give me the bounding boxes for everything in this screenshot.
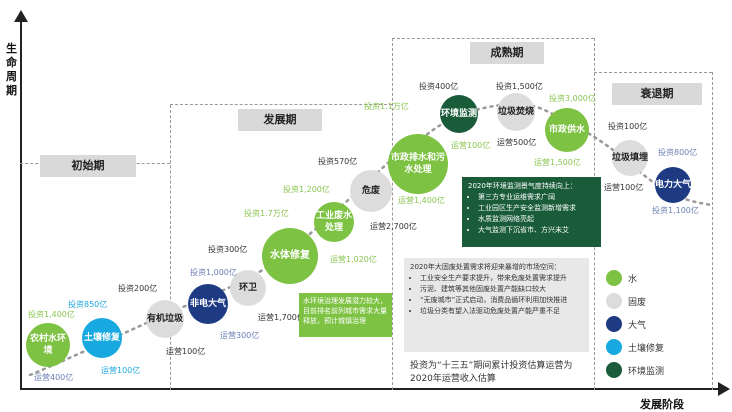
stage-decline: 衰退期	[612, 83, 702, 105]
label-hazard-op: 运营2,700亿	[370, 222, 417, 231]
label-nonpower-inv: 投资1,000亿	[190, 268, 237, 277]
monitoring-item: 第三方专业运维需求广阔	[478, 192, 595, 203]
label-incineration-inv: 投资1,500亿	[496, 82, 543, 91]
y-axis-label: 生命周期	[6, 42, 17, 97]
label-soil-inv: 投资850亿	[68, 300, 108, 309]
x-axis-arrow-icon	[718, 382, 730, 396]
hazard-callout-title: 2020年大固废处置需求将迎来暴增的市场空间：	[410, 263, 561, 271]
stage-initial: 初始期	[40, 155, 136, 177]
label-rural-op: 运营400亿	[34, 373, 74, 382]
node-water-remediation: 水体修复	[262, 228, 318, 284]
label-water-remed-inv: 投资1.7万亿	[244, 209, 289, 218]
label-power-op: 投资1,100亿	[652, 206, 699, 215]
legend-item-monitoring: 环境监测	[606, 362, 716, 378]
x-axis	[20, 388, 725, 390]
hazard-item: “无废城市”正式启动，消费品循环利用加快推进	[420, 295, 583, 306]
monitoring-item: 大气监测下沉省市、方兴未艾	[478, 225, 595, 236]
node-hazardous-waste: 危废	[350, 170, 392, 212]
node-organic-waste: 有机垃圾	[146, 300, 184, 338]
legend: 水 固废 大气 土壤修复 环境监测	[606, 270, 716, 378]
hazard-callout: 2020年大固废处置需求将迎来暴增的市场空间： 工业安全生产要求提升，带来危废处…	[404, 258, 589, 352]
label-organic-inv: 投资200亿	[118, 284, 158, 293]
stage-line	[170, 104, 392, 105]
legend-label: 环境监测	[628, 366, 665, 377]
hazard-item: 工业安全生产要求提升，带来危废处置需求提升	[420, 273, 583, 284]
legend-label: 土壤修复	[628, 343, 665, 354]
legend-dot-icon	[606, 316, 622, 332]
label-nonpower-op: 运营300亿	[220, 331, 260, 340]
label-soil-op: 运营100亿	[101, 366, 141, 375]
stage-growth: 发展期	[238, 109, 322, 131]
legend-dot-icon	[606, 270, 622, 286]
legend-item-soil: 土壤修复	[606, 339, 716, 355]
label-sanitation-inv: 投资300亿	[208, 245, 248, 254]
label-landfill-op: 运营100亿	[604, 183, 644, 192]
label-water-supply-inv: 投资3,000亿	[549, 94, 596, 103]
label-monitor-op: 运营100亿	[451, 141, 491, 150]
label-incineration-op: 运营500亿	[497, 138, 537, 147]
stage-divider	[170, 105, 171, 390]
label-power-inv: 投资800亿	[658, 148, 698, 157]
legend-item-solid-waste: 固废	[606, 293, 716, 309]
node-soil-remediation: 土壤修复	[82, 318, 122, 358]
label-landfill-inv: 投资100亿	[608, 122, 648, 131]
legend-label: 固废	[628, 297, 647, 308]
legend-dot-icon	[606, 339, 622, 355]
x-axis-label: 发展阶段	[640, 398, 684, 411]
hazard-item: 污泥、建筑等其他固废处置产能缺口较大	[420, 284, 583, 295]
stage-line	[392, 38, 594, 39]
label-hazard-inv: 投资570亿	[318, 157, 358, 166]
legend-item-water: 水	[606, 270, 716, 286]
label-water-supply-op: 运营1,500亿	[534, 158, 581, 167]
node-municipal-sewage: 市政排水和污水处理	[388, 134, 448, 194]
estimate-note: 投资为“十三五”期间累计投资估算运营为2020年运营收入估算	[410, 361, 573, 384]
legend-dot-icon	[606, 293, 622, 309]
node-rural-water: 农村水环境	[26, 323, 70, 367]
node-industrial-wastewater: 工业废水处理	[314, 202, 354, 242]
label-rural-inv: 投资1,400亿	[28, 310, 75, 319]
node-incineration: 垃圾焚烧	[497, 93, 535, 131]
legend-item-air: 大气	[606, 316, 716, 332]
monitoring-item: 工业园区生产安全监测新增需求	[478, 203, 595, 214]
hazard-item: 垃圾分类有望入法驱动危废处置产能严重不足	[420, 306, 583, 317]
node-power-air: 电力大气	[655, 167, 691, 203]
label-monitor-inv: 投资400亿	[419, 82, 459, 91]
label-sewage-op: 运营1,400亿	[398, 196, 445, 205]
monitoring-item: 水质监测网络亮起	[478, 214, 595, 225]
label-sanitation-op: 运营1,700亿	[258, 313, 305, 322]
stage-line	[594, 72, 712, 73]
stage-divider	[712, 72, 713, 390]
label-sewage-inv: 投资1.1万亿	[364, 102, 409, 111]
label-organic-op: 运营100亿	[166, 347, 206, 356]
node-nonpower-air: 非电大气	[188, 284, 228, 324]
legend-label: 大气	[628, 320, 647, 331]
label-water-remed-op: 运营1,020亿	[330, 255, 377, 264]
y-axis	[20, 20, 22, 390]
stage-mature: 成熟期	[470, 42, 544, 64]
legend-label: 水	[628, 274, 638, 285]
monitoring-callout: 2020年环境监测景气度持续向上： 第三方专业运维需求广阔 工业园区生产安全监测…	[462, 177, 601, 247]
label-industrial-inv: 投资1,200亿	[283, 185, 330, 194]
node-landfill: 垃圾填埋	[612, 140, 648, 176]
monitoring-callout-title: 2020年环境监测景气度持续向上：	[468, 182, 577, 190]
water-callout: 水环境治理发展潜力较大，目前排名前列城市需求大量释放，预计城镇治理	[299, 293, 392, 337]
node-env-monitoring: 环境监测	[440, 95, 478, 133]
node-sanitation: 环卫	[230, 270, 266, 306]
y-axis-arrow-icon	[14, 10, 28, 22]
stage-divider	[392, 38, 393, 390]
node-municipal-water: 市政供水	[545, 108, 589, 152]
legend-dot-icon	[606, 362, 622, 378]
